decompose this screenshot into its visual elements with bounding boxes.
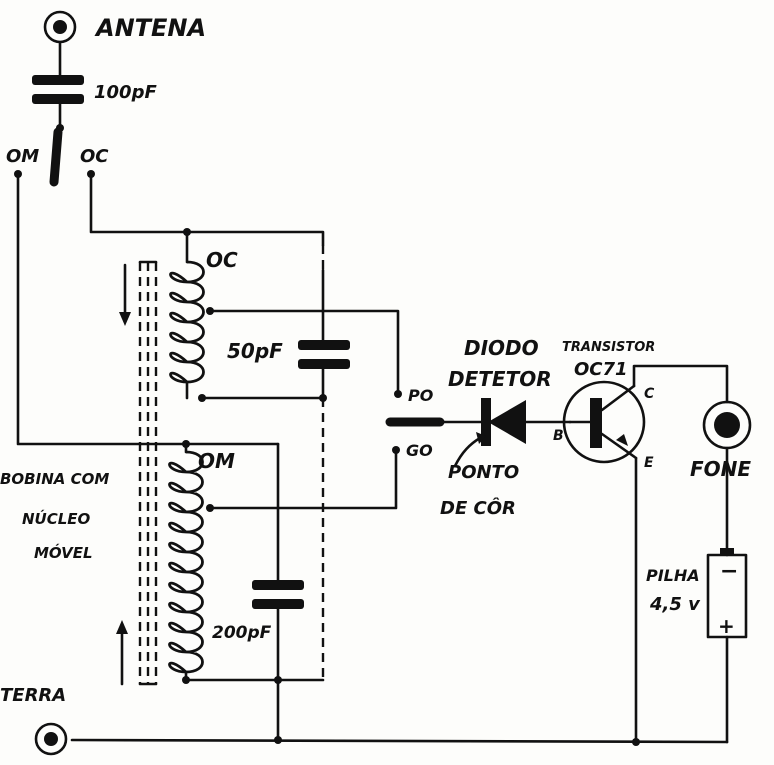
cap-200pf-label: 200pF <box>212 623 272 643</box>
cap-50pf-label: 50pF <box>227 339 283 363</box>
oc-coil <box>169 260 205 400</box>
collector-wire <box>632 364 729 404</box>
oc-junction <box>183 228 191 236</box>
transistor-oc71 <box>562 380 646 464</box>
battery-plus-label: + <box>718 614 735 638</box>
om-coil-label: OM <box>198 449 235 473</box>
po-label: PO <box>408 386 434 405</box>
detector-diode <box>481 398 526 446</box>
emitter-label: E <box>644 455 654 471</box>
ponto-label-line1: PONTO <box>448 462 519 483</box>
ferrite-core <box>138 260 158 686</box>
collector-label: C <box>644 386 655 402</box>
ponto-label-line2: DE CÔR <box>440 497 516 519</box>
ponto-pointer <box>453 436 482 468</box>
antenna-label: ANTENA <box>94 14 206 42</box>
terra-label: TERRA <box>0 685 66 706</box>
po-contact <box>394 390 402 398</box>
oc-wire <box>89 172 325 247</box>
go-contact <box>392 446 400 454</box>
battery-label-line2: 4,5 v <box>649 594 701 615</box>
antenna-terminal <box>43 10 77 44</box>
capacitor-50pf <box>298 340 350 369</box>
oc-tap-wire <box>208 309 400 394</box>
om-tap-wire <box>208 450 398 510</box>
arrow-up <box>116 620 128 686</box>
diode-label-line2: DETETOR <box>448 367 552 391</box>
phone-jack <box>702 400 752 450</box>
go-label: GO <box>406 441 433 460</box>
diode-label-line1: DIODO <box>464 336 539 360</box>
transistor-label-line1: TRANSISTOR <box>562 340 655 355</box>
cap200-junction <box>274 676 282 684</box>
bobina-label-line2: NÚCLEO <box>22 509 91 528</box>
base-label: B <box>553 428 564 444</box>
capacitor-200pf <box>252 580 304 609</box>
cap-100pf-label: 100pF <box>94 82 157 103</box>
transistor-label-line2: OC71 <box>574 359 628 380</box>
om-switch-label: OM <box>6 146 39 167</box>
ground-bus <box>70 738 729 744</box>
oc-coil-label: OC <box>206 248 238 272</box>
om-coil <box>168 442 204 682</box>
battery-minus-label: − <box>720 559 738 584</box>
phone-label: FONE <box>690 457 751 481</box>
oc-switch-label: OC <box>80 146 109 167</box>
om-wire <box>16 172 188 446</box>
ground-node-cap <box>274 736 282 744</box>
capacitor-100pf <box>32 75 84 104</box>
ponto-arrowhead <box>476 432 486 444</box>
band-switch-lever <box>49 127 63 187</box>
ground-terminal <box>34 722 68 756</box>
bobina-label-line1: BOBINA COM <box>0 470 109 488</box>
arrow-down <box>119 263 131 326</box>
battery-label-line1: PILHA <box>646 566 700 585</box>
ground-node-emitter <box>632 738 640 746</box>
bobina-label-line3: MÓVEL <box>34 543 93 562</box>
